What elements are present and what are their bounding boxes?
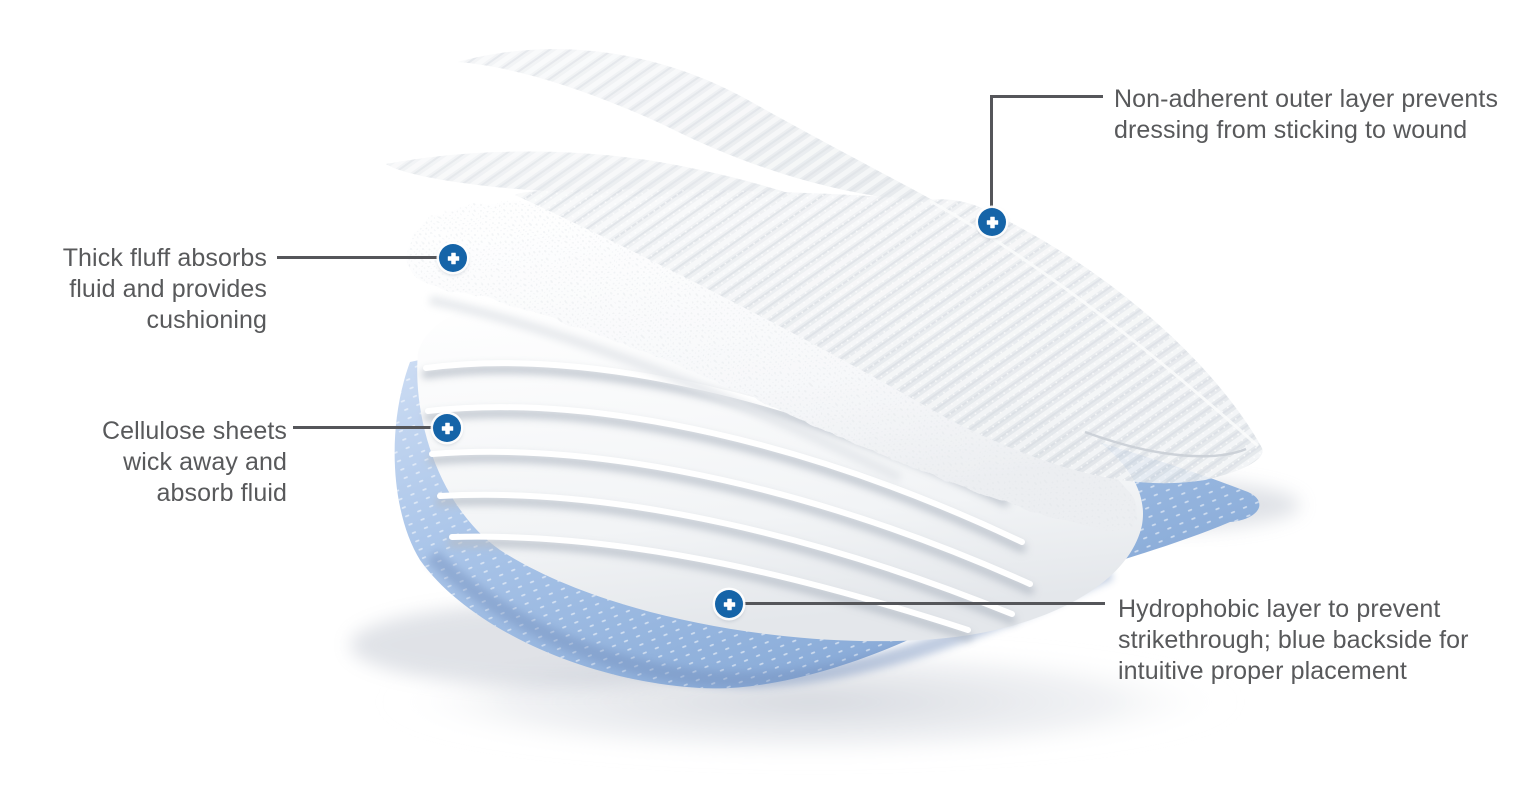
label-line: strikethrough; blue backside for — [1118, 626, 1469, 654]
annotation-label-outer-layer: Non-adherent outer layer prevents dressi… — [1114, 84, 1498, 146]
leader-line-outer-vertical — [990, 96, 993, 208]
plus-icon — [986, 216, 998, 228]
label-line: dressing from sticking to wound — [1114, 116, 1468, 144]
annotation-label-cellulose: Cellulose sheets wick away and absorb fl… — [102, 416, 287, 509]
plus-icon — [723, 598, 735, 610]
label-line: cushioning — [146, 306, 267, 334]
plus-marker-fluff[interactable] — [439, 244, 467, 272]
label-line: Hydrophobic layer to prevent — [1118, 595, 1441, 623]
label-line: wick away and — [123, 448, 287, 476]
label-line: intuitive proper placement — [1118, 657, 1407, 685]
leader-line-cellulose — [293, 426, 435, 429]
plus-marker-outer-layer[interactable] — [978, 208, 1006, 236]
fluff-layer — [406, 201, 1139, 530]
label-line: Thick fluff absorbs — [62, 244, 267, 272]
annotation-label-fluff: Thick fluff absorbs fluid and provides c… — [63, 243, 267, 336]
label-line: fluid and provides — [69, 275, 267, 303]
label-line: Non-adherent outer layer prevents — [1114, 85, 1499, 113]
plus-icon — [441, 422, 453, 434]
leader-line-fluff — [277, 256, 441, 259]
label-line: Cellulose sheets — [101, 417, 287, 445]
plus-marker-hydrophobic[interactable] — [715, 590, 743, 618]
plus-marker-cellulose[interactable] — [433, 414, 461, 442]
annotation-label-hydrophobic: Hydrophobic layer to prevent strikethrou… — [1118, 594, 1469, 687]
leader-line-hydrophobic — [743, 602, 1105, 605]
label-line: absorb fluid — [156, 479, 287, 507]
plus-icon — [447, 252, 459, 264]
outer-mesh-layer — [386, 49, 1263, 484]
leader-line-outer-horizontal — [990, 95, 1103, 98]
